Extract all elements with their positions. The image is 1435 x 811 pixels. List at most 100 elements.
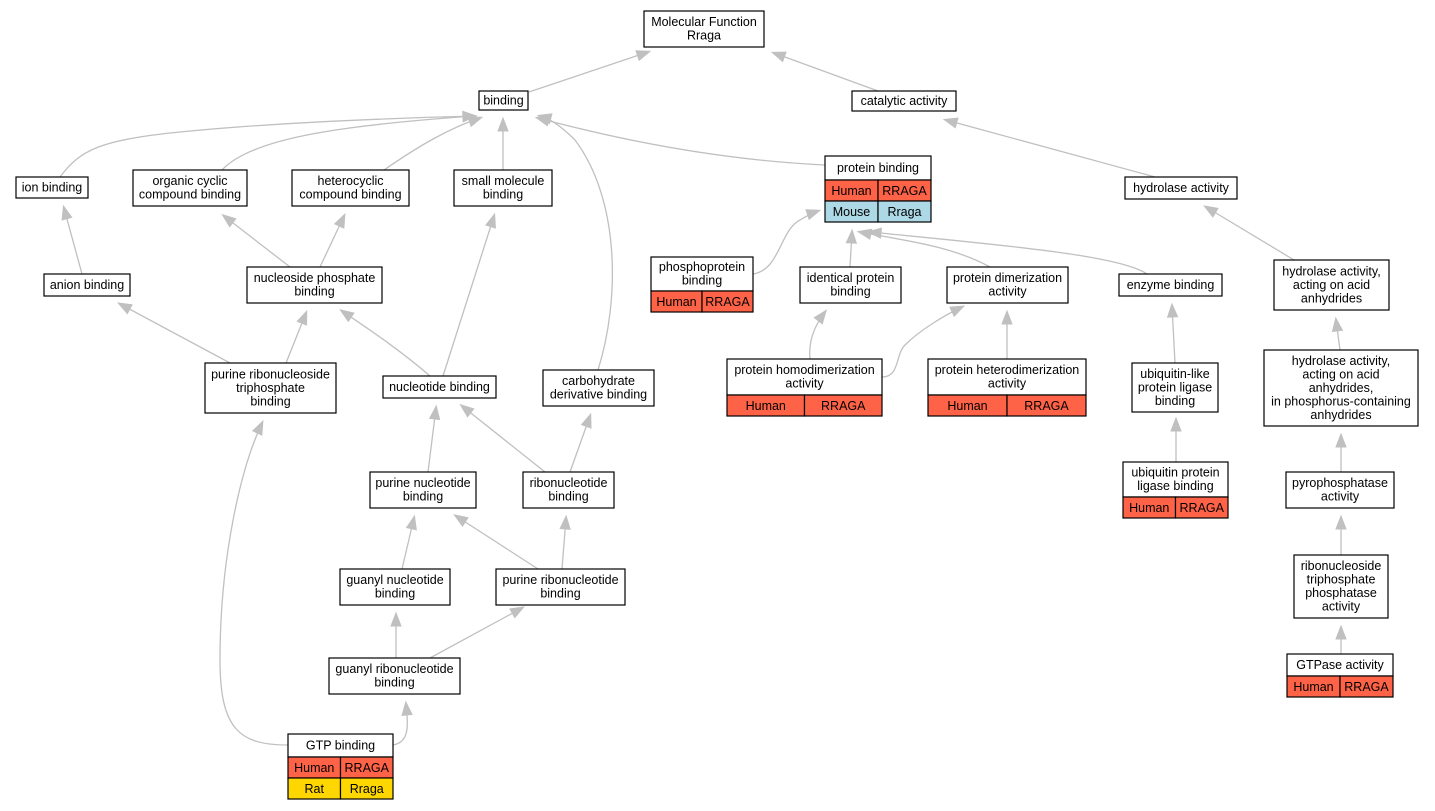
- arrowhead: [580, 412, 592, 429]
- node-label-line: Molecular Function: [651, 15, 757, 29]
- node-box: [927, 358, 1087, 396]
- node-box: [1118, 273, 1223, 297]
- edge-enzyme-to-protein: [866, 227, 1148, 275]
- edge-line: [219, 422, 289, 746]
- node-catalytic[interactable]: catalytic activity: [851, 90, 957, 112]
- edge-line: [869, 231, 1148, 275]
- node-label-line: binding: [250, 394, 290, 408]
- node-label-line: binding: [403, 490, 443, 504]
- edge-line: [383, 117, 481, 171]
- node-enzyme[interactable]: enzyme binding: [1118, 273, 1223, 297]
- edge-purribonuc-to-ribonuc: [559, 514, 571, 570]
- node-box: [1124, 176, 1238, 200]
- node-box: [132, 169, 248, 207]
- edge-pyro-to-hydrophos: [1335, 432, 1347, 472]
- node-box: [1122, 461, 1229, 498]
- edge-guanyl-to-purnuc: [401, 514, 417, 570]
- gene-symbol: RRAGA: [705, 295, 750, 309]
- node-box: [291, 169, 410, 207]
- arrowhead: [221, 213, 237, 228]
- arrowhead: [401, 700, 413, 716]
- annotation-cell: [1006, 394, 1087, 417]
- node-box: [824, 155, 932, 181]
- node-box: [1263, 349, 1419, 427]
- arrowhead: [856, 228, 873, 240]
- arrowhead: [428, 404, 441, 421]
- node-nucleotide[interactable]: nucleotide binding: [382, 375, 497, 399]
- node-box: [1285, 471, 1395, 509]
- node-label-line: activity: [785, 377, 824, 391]
- node-label-line: binding: [1155, 394, 1195, 408]
- node-label-line: binding: [548, 490, 588, 504]
- node-label-line: phosphatase: [1305, 586, 1377, 600]
- node-hydrolase[interactable]: hydrolase activity: [1124, 176, 1238, 200]
- arrowhead: [1331, 316, 1344, 333]
- node-label-line: hydrolase activity,: [1282, 264, 1380, 278]
- node-label-line: pyrophosphatase: [1292, 476, 1388, 490]
- node-box: [946, 266, 1069, 304]
- node-ribotriphos[interactable]: ribonucleosidetriphosphatephosphataseact…: [1293, 554, 1389, 619]
- edge-purnuc-to-nucleotide: [427, 404, 441, 473]
- node-label-line: binding: [375, 587, 415, 601]
- species-label: Rat: [305, 782, 325, 796]
- node-label-line: ubiquitin protein: [1131, 466, 1219, 480]
- node-box: [542, 369, 655, 407]
- edge-line: [537, 117, 826, 166]
- node-hydrophos[interactable]: hydrolase activity,acting on acidanhydri…: [1263, 349, 1419, 427]
- edge-heterocyclic-to-binding: [383, 116, 484, 171]
- node-label-line: enzyme binding: [1127, 278, 1215, 292]
- annotation-cell: [1174, 496, 1229, 519]
- node-box: [328, 657, 461, 695]
- node-label-line: anhydrides: [1301, 291, 1362, 305]
- node-hydroacid[interactable]: hydrolase activity,acting on acidanhydri…: [1273, 259, 1390, 311]
- arrowhead: [1203, 205, 1219, 218]
- node-label-line: ribonucleotide: [530, 476, 608, 490]
- gene-symbol: RRAGA: [1180, 501, 1225, 515]
- node-anion[interactable]: anion binding: [43, 273, 131, 297]
- node-label-line: acting on acid: [1293, 278, 1370, 292]
- edge-hydrophos-to-hydroacid: [1331, 316, 1344, 351]
- arrowhead: [1166, 302, 1179, 318]
- node-label-line: protein ligase: [1138, 380, 1212, 394]
- arrowhead: [251, 419, 264, 436]
- node-ion[interactable]: ion binding: [15, 176, 89, 199]
- gene-symbol: RRAGA: [1344, 680, 1389, 694]
- annotation-cell: [339, 777, 394, 800]
- node-label-line: nucleotide binding: [389, 380, 490, 394]
- node-label-line: protein heterodimerization: [935, 363, 1080, 377]
- node-box: [643, 10, 765, 48]
- node-box: [522, 471, 615, 509]
- arrowhead: [390, 611, 402, 627]
- node-binding[interactable]: binding: [478, 90, 529, 111]
- node-label-line: binding: [483, 188, 523, 202]
- node-label-line: purine ribonucleotide: [502, 573, 618, 587]
- edge-ubiqlike-to-enzyme: [1166, 302, 1179, 364]
- node-label-line: binding: [483, 93, 523, 107]
- arrowhead: [1335, 432, 1347, 448]
- node-label-line: derivative binding: [550, 388, 647, 402]
- arrowhead: [1001, 309, 1013, 325]
